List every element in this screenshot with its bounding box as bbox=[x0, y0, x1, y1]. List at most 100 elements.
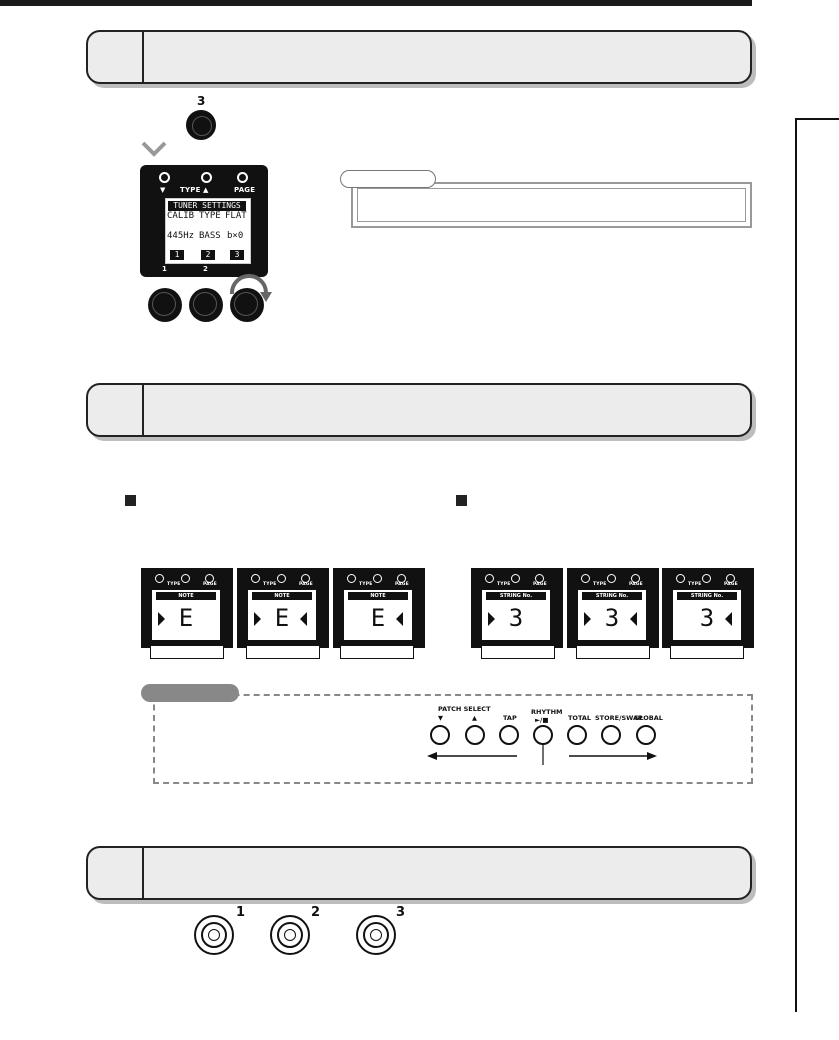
page-label: PAGE bbox=[299, 582, 313, 587]
patch-select-label: PATCH SELECT bbox=[438, 705, 491, 713]
sidebar-rule bbox=[795, 118, 797, 1012]
step-box-3 bbox=[86, 846, 752, 900]
string-header: STRING No. bbox=[677, 592, 737, 600]
val-calib: 445Hz bbox=[167, 231, 195, 241]
string-screen: STRING No. 3 bbox=[578, 590, 646, 640]
store-swap-label: STORE/SWAP bbox=[595, 714, 643, 722]
string-caption-1 bbox=[481, 645, 555, 659]
rotate-arrow-icon bbox=[229, 274, 272, 302]
right-arrow-icon bbox=[254, 612, 261, 626]
total-button[interactable] bbox=[567, 725, 587, 745]
footswitch-3[interactable] bbox=[356, 915, 396, 955]
direction-arrows bbox=[427, 745, 657, 765]
note-value: E bbox=[178, 604, 194, 632]
step-number-cell-2 bbox=[88, 385, 144, 435]
page-label: PAGE bbox=[203, 582, 217, 587]
sidebar-tick bbox=[795, 118, 839, 120]
knob-2-button[interactable] bbox=[189, 288, 223, 322]
footswitch-2[interactable] bbox=[270, 915, 310, 955]
knob-3-lower-button[interactable] bbox=[230, 288, 264, 322]
left-arrow-icon bbox=[300, 612, 307, 626]
string-display-3: TYPE PAGE STRING No. 3 bbox=[662, 568, 754, 648]
top-rule bbox=[0, 0, 752, 6]
play-stop-label: ►/■ bbox=[535, 716, 549, 724]
footswitch-1-number: 1 bbox=[236, 905, 246, 920]
col-calib: CALIB bbox=[167, 211, 195, 221]
step-box-1 bbox=[86, 30, 752, 84]
note-display-2: TYPE PAGE NOTE E bbox=[237, 568, 329, 648]
string-display-1: TYPE PAGE STRING No. 3 bbox=[471, 568, 563, 648]
note-caption-2 bbox=[246, 645, 320, 659]
note-header: NOTE bbox=[156, 592, 216, 600]
tap-button[interactable] bbox=[499, 725, 519, 745]
led-row bbox=[662, 572, 754, 586]
store-swap-button[interactable] bbox=[601, 725, 621, 745]
footswitch-2-number: 2 bbox=[311, 905, 321, 920]
note-value: E bbox=[370, 604, 386, 632]
tap-label: TAP bbox=[503, 714, 517, 722]
page-led bbox=[237, 172, 248, 183]
section-marker-note bbox=[125, 495, 136, 506]
down-led bbox=[159, 172, 170, 183]
string-header: STRING No. bbox=[486, 592, 546, 600]
page-label: PAGE bbox=[395, 582, 409, 587]
string-value: 3 bbox=[604, 604, 620, 632]
global-button[interactable] bbox=[636, 725, 656, 745]
right-arrow-icon bbox=[647, 752, 657, 760]
right-arrow-icon bbox=[584, 612, 591, 626]
num-box-1: 1 bbox=[170, 250, 184, 260]
string-value: 3 bbox=[699, 604, 715, 632]
led-row bbox=[237, 572, 329, 586]
note-screen: NOTE E bbox=[152, 590, 220, 640]
type-label: TYPE bbox=[593, 582, 607, 587]
page-label: PAGE bbox=[724, 582, 738, 587]
string-caption-3 bbox=[670, 645, 744, 659]
rhythm-button[interactable] bbox=[533, 725, 553, 745]
bottom-label-2: 2 bbox=[203, 265, 209, 273]
hint-box bbox=[153, 694, 753, 784]
left-arrow-icon bbox=[396, 612, 403, 626]
note-display-3: TYPE PAGE NOTE E bbox=[333, 568, 425, 648]
down-label: ▼ bbox=[160, 186, 166, 194]
string-header: STRING No. bbox=[582, 592, 642, 600]
note-screen: NOTE E bbox=[248, 590, 316, 640]
note-screen: NOTE E bbox=[344, 590, 412, 640]
patch-down-button[interactable] bbox=[430, 725, 450, 745]
type-label: TYPE bbox=[180, 186, 201, 194]
note-header: NOTE bbox=[348, 592, 408, 600]
note-tab bbox=[340, 170, 436, 188]
page-label: PAGE bbox=[234, 186, 256, 194]
chevron-down-icon bbox=[141, 141, 167, 157]
note-box-inner bbox=[357, 188, 746, 222]
col-type: TYPE bbox=[199, 211, 221, 221]
type-label: TYPE bbox=[497, 582, 511, 587]
val-flat: b×0 bbox=[227, 231, 244, 241]
up-label: ▲ bbox=[203, 186, 209, 194]
type-label: TYPE bbox=[688, 582, 702, 587]
knob-3-number: 3 bbox=[197, 94, 206, 108]
left-arrow-icon bbox=[630, 612, 637, 626]
footswitch-3-number: 3 bbox=[396, 905, 406, 920]
hint-tab bbox=[141, 684, 239, 702]
led-row bbox=[333, 572, 425, 586]
led-row bbox=[141, 572, 233, 586]
page-label: PAGE bbox=[533, 582, 547, 587]
up-led bbox=[201, 172, 212, 183]
note-display-1: TYPE PAGE NOTE E bbox=[141, 568, 233, 648]
led-row bbox=[567, 572, 659, 586]
string-screen: STRING No. 3 bbox=[673, 590, 741, 640]
patch-up-button[interactable] bbox=[465, 725, 485, 745]
string-value: 3 bbox=[508, 604, 524, 632]
step-number-cell-1 bbox=[88, 32, 144, 82]
type-label: TYPE bbox=[359, 582, 373, 587]
type-label: TYPE bbox=[167, 582, 181, 587]
right-arrow-icon bbox=[158, 612, 165, 626]
left-arrow-icon bbox=[725, 612, 732, 626]
knob-3-button[interactable] bbox=[186, 110, 216, 140]
footswitch-1[interactable] bbox=[194, 915, 234, 955]
knob-1-button[interactable] bbox=[148, 288, 182, 322]
left-arrow-icon bbox=[427, 752, 437, 760]
patch-up-label: ▲ bbox=[472, 714, 477, 722]
global-label: GLOBAL bbox=[634, 714, 663, 722]
rhythm-label: RHYTHM bbox=[531, 708, 563, 716]
